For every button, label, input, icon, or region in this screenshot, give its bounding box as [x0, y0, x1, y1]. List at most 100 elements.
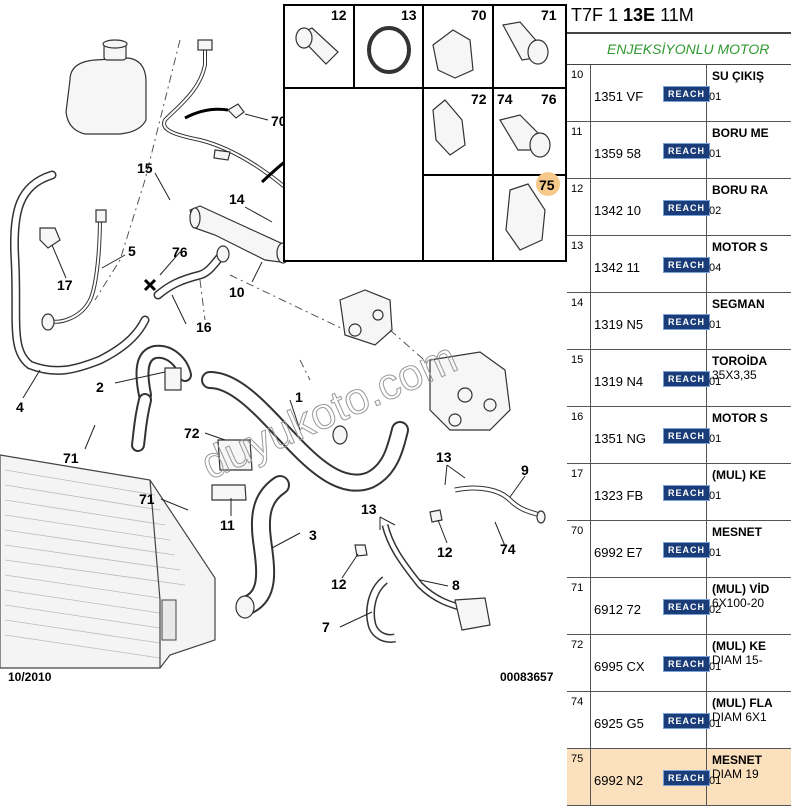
inset-label-70: 70 — [471, 7, 487, 23]
water-outlet-10-drawing — [189, 205, 290, 264]
callout-5: 5 — [128, 243, 136, 259]
callout-7: 7 — [322, 619, 330, 635]
description-detail: 35X3,35 — [712, 368, 757, 382]
part-reference[interactable]: 1323 FB — [594, 488, 644, 503]
row-index: 70 — [567, 521, 591, 577]
part-reference[interactable]: 1342 11 — [594, 260, 641, 275]
part-reference[interactable]: 1319 N5 — [594, 317, 644, 332]
part-reference[interactable]: 6925 G5 — [594, 716, 644, 731]
row-index: 13 — [567, 236, 591, 292]
callout-74: 74 — [500, 541, 516, 557]
callout-12-left: 12 — [331, 576, 347, 592]
radiator-drawing — [0, 454, 216, 669]
quantity: 01 — [709, 775, 722, 787]
reach-badge: REACH — [663, 257, 711, 273]
callout-72: 72 — [184, 425, 200, 441]
inset-label-76: 76 — [541, 91, 557, 107]
reach-badge: REACH — [663, 599, 711, 615]
table-header: T7F 1 13E 11M — [567, 0, 791, 34]
description-title: TOROİDA — [712, 354, 768, 368]
inset-parts-grid — [283, 4, 567, 262]
drawing-number: 00083657 — [500, 670, 554, 684]
date-code: 10/2010 — [8, 670, 52, 684]
inset-label-75[interactable]: 75 — [539, 177, 555, 193]
row-index: 14 — [567, 293, 591, 349]
callout-11: 11 — [220, 517, 235, 533]
part-reference[interactable]: 6995 CX — [594, 659, 645, 674]
reach-badge: REACH — [663, 656, 711, 672]
callout-13-right: 13 — [436, 449, 452, 465]
description-title: MESNET — [712, 753, 763, 767]
code-bold: 13E — [623, 5, 656, 25]
reach-badge: REACH — [663, 371, 711, 387]
callout-9: 9 — [521, 462, 529, 478]
row-description: MOTOR S — [708, 236, 791, 292]
part-reference[interactable]: 1351 VF — [594, 89, 644, 104]
engine-part-drawing — [429, 351, 511, 431]
part-reference[interactable]: 6912 72 — [594, 602, 641, 617]
quantity: 01 — [709, 490, 722, 502]
description-title: (MUL) VİD — [712, 582, 770, 596]
part-reference[interactable]: 1319 N4 — [594, 374, 644, 389]
row-index: 12 — [567, 179, 591, 235]
description-detail: DIAM 19 — [712, 767, 759, 781]
quantity: 01 — [709, 661, 722, 673]
quantity: 01 — [709, 718, 722, 730]
part-reference[interactable]: 1342 10 — [594, 203, 641, 218]
part-reference[interactable]: 1359 58 — [594, 146, 641, 161]
description-detail: DIAM 15- — [712, 653, 763, 667]
callout-12-right: 12 — [437, 544, 453, 560]
row-description: BORU ME — [708, 122, 791, 178]
callout-2: 2 — [96, 379, 104, 395]
callout-16: 16 — [196, 319, 212, 335]
callout-70: 70 — [271, 113, 287, 129]
row-index: 72 — [567, 635, 591, 691]
reach-badge: REACH — [663, 770, 711, 786]
callout-10: 10 — [229, 284, 245, 300]
part-reference[interactable]: 1351 NG — [594, 431, 647, 446]
callout-14: 14 — [229, 191, 245, 207]
row-description: SU ÇIKIŞ — [708, 65, 791, 121]
code-suffix: 11M — [660, 5, 694, 25]
description-detail: DIAM 6X1 — [712, 710, 767, 724]
row-index: 74 — [567, 692, 591, 748]
part-reference[interactable]: 6992 N2 — [594, 773, 644, 788]
quantity: 01 — [709, 376, 722, 388]
reach-badge: REACH — [663, 542, 711, 558]
callout-71-left: 71 — [63, 450, 79, 466]
description-detail: 6X100-20 — [712, 596, 765, 610]
row-description: MOTOR S — [708, 407, 791, 463]
quantity: 01 — [709, 547, 722, 559]
row-index: 16 — [567, 407, 591, 463]
callout-76: 76 — [172, 244, 188, 260]
description-title: BORU ME — [712, 126, 769, 140]
reach-badge: REACH — [663, 428, 711, 444]
part-reference[interactable]: 6992 E7 — [594, 545, 643, 560]
thermostat-housing-drawing — [339, 289, 393, 346]
row-index: 17 — [567, 464, 591, 520]
